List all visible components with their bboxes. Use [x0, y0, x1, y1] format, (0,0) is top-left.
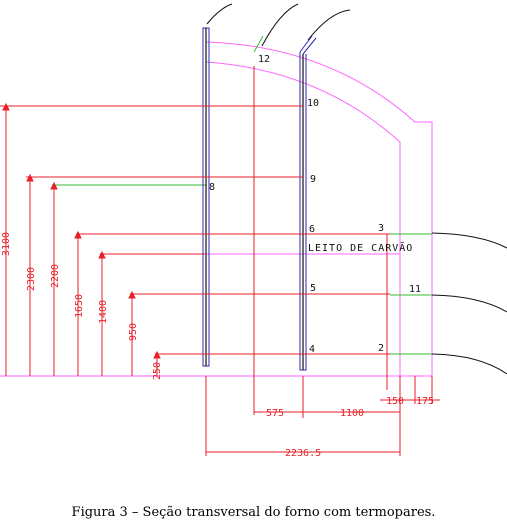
dimension-150: 150	[386, 396, 404, 407]
reference-lines	[0, 66, 390, 415]
vertical-dimension-lines	[2, 102, 161, 376]
thermocouple-label-5: 5	[310, 283, 316, 294]
thermocouple-label-3: 3	[378, 223, 384, 234]
figure-caption: Figura 3 – Seção transversal do forno co…	[71, 505, 436, 520]
dimension-250: 250	[152, 362, 163, 380]
thermocouple-label-11: 11	[409, 284, 421, 295]
thermocouple-label-2: 2	[378, 343, 384, 354]
probe-right	[299, 35, 317, 371]
thermocouple-label-4: 4	[309, 344, 315, 355]
dimension-1650: 1650	[74, 294, 85, 318]
external-pipes	[206, 3, 507, 375]
dimension-175: 175	[416, 396, 434, 407]
coal-bed-label: LEITO DE CARVÃO	[308, 241, 413, 254]
probe-left	[202, 27, 210, 367]
green-sleeves	[52, 35, 432, 355]
dimension-1400: 1400	[98, 300, 109, 324]
dimension-950: 950	[128, 323, 139, 341]
furnace-cross-section-drawing: 12 10 9 8 6 3 5 11 4 2 LEITO DE CARVÃO 3…	[0, 3, 507, 459]
dimension-2236-5: 2236.5	[285, 448, 321, 459]
dimension-2200: 2200	[50, 264, 61, 288]
horizontal-dimension-lines	[205, 376, 440, 456]
thermocouple-label-8: 8	[209, 182, 215, 193]
dimension-1100: 1100	[340, 408, 364, 419]
thermocouple-label-6: 6	[309, 224, 315, 235]
furnace-wall	[0, 41, 433, 377]
dimension-575: 575	[266, 408, 284, 419]
dimension-3100: 3100	[1, 232, 12, 256]
thermocouple-label-12: 12	[258, 54, 270, 65]
thermocouple-label-9: 9	[310, 174, 316, 185]
dimension-2300: 2300	[26, 267, 37, 291]
thermocouple-label-10: 10	[307, 98, 319, 109]
